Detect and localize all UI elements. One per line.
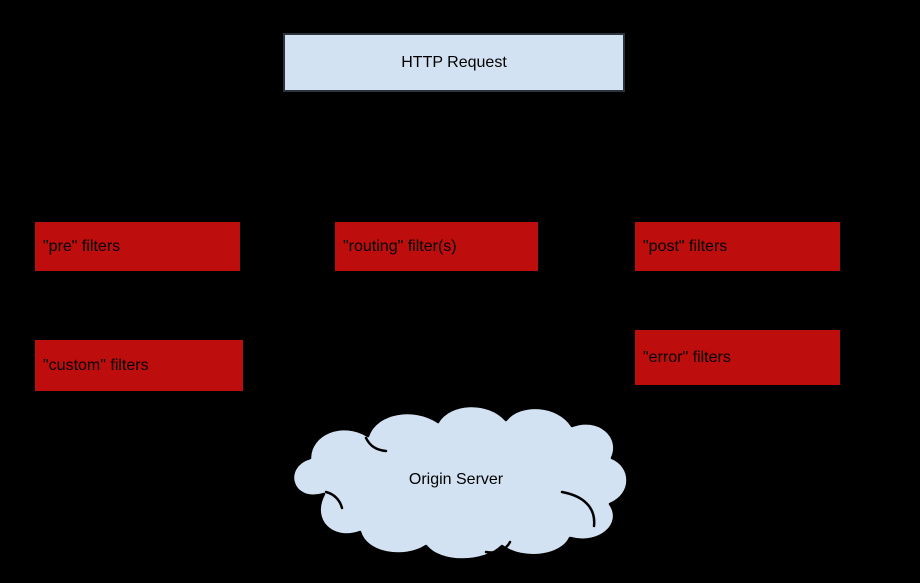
http-request-box: HTTP Request <box>283 33 625 92</box>
origin-server-cloud-shape <box>291 404 629 561</box>
custom-filters-label: "custom" filters <box>43 356 149 374</box>
error-filters-box: "error" filters <box>633 328 842 387</box>
error-filters-label: "error" filters <box>643 348 731 366</box>
post-filters-box: "post" filters <box>633 220 842 273</box>
pre-filters-label: "pre" filters <box>43 237 121 255</box>
http-request-label: HTTP Request <box>401 53 507 71</box>
post-filters-label: "post" filters <box>643 237 728 255</box>
routing-filters-label: "routing" filter(s) <box>343 237 457 255</box>
routing-filters-box: "routing" filter(s) <box>333 220 540 273</box>
custom-filters-box: "custom" filters <box>33 338 245 393</box>
pre-filters-box: "pre" filters <box>33 220 242 273</box>
